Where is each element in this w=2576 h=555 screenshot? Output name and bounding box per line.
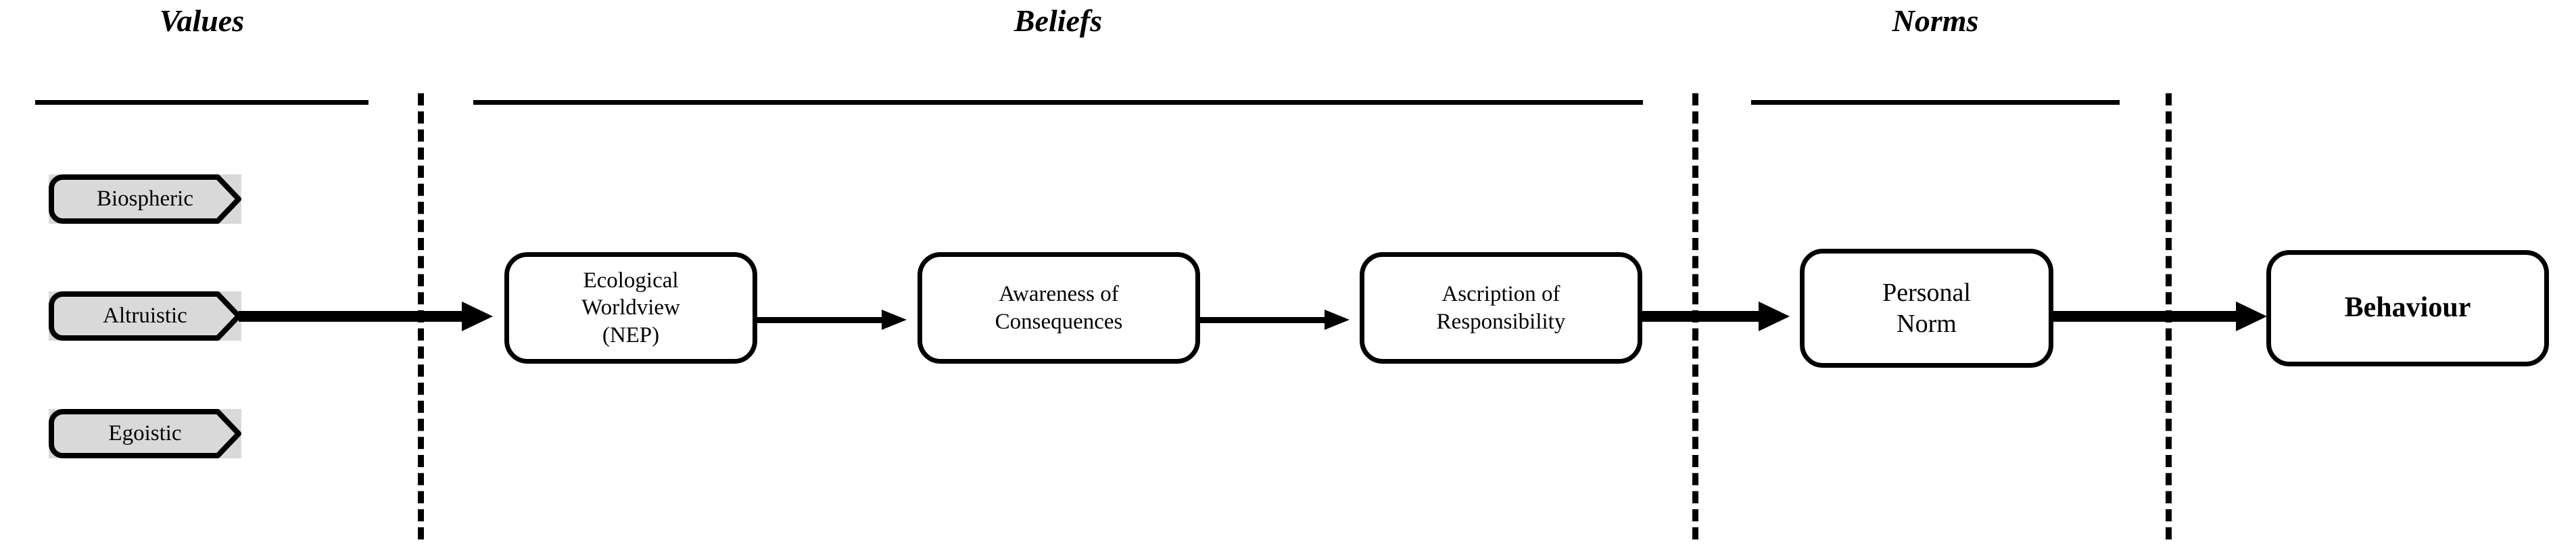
section-heading-norms: Norms [1892, 3, 1979, 38]
norm-line-1: Personal [1882, 278, 1971, 307]
connector-altruistic-to-ecological-worldview [239, 301, 509, 331]
section-rule-values [35, 100, 368, 105]
belief-box-ecological-worldview[interactable]: Ecological Worldview (NEP) [504, 252, 757, 364]
belief-line-2: Worldview [581, 295, 680, 320]
section-heading-values: Values [159, 3, 245, 38]
outcome-box-behaviour[interactable]: Behaviour [2266, 250, 2549, 366]
arrow-shaft [757, 317, 890, 323]
value-chip-biospheric[interactable]: Biospheric [49, 174, 241, 224]
hexagon-chip-shape [49, 174, 241, 224]
section-rule-beliefs [473, 100, 1643, 105]
belief-box-text: Ascription of Responsibility [1437, 281, 1566, 335]
section-heading-beliefs: Beliefs [1013, 3, 1103, 38]
belief-line-3: (NEP) [602, 322, 660, 347]
belief-box-ascription-of-responsibility[interactable]: Ascription of Responsibility [1360, 252, 1642, 364]
hexagon-chip-shape [49, 409, 241, 458]
arrow-head [882, 310, 907, 330]
arrow-head [1325, 310, 1350, 330]
arrow-head [2236, 301, 2267, 331]
value-chip-egoistic[interactable]: Egoistic [49, 409, 241, 458]
value-chip-altruistic[interactable]: Altruistic [49, 291, 241, 341]
belief-box-awareness-of-consequences[interactable]: Awareness of Consequences [917, 252, 1200, 364]
norm-box-personal-norm[interactable]: Personal Norm [1800, 249, 2053, 368]
belief-line-2: Consequences [995, 309, 1123, 334]
arrow-shaft [1642, 311, 1769, 322]
belief-box-text: Ecological Worldview (NEP) [581, 267, 680, 349]
belief-box-text: Awareness of Consequences [995, 281, 1123, 335]
outcome-box-label: Behaviour [2344, 292, 2471, 324]
arrow-head [462, 301, 493, 331]
connector-ecological-worldview-to-awareness [757, 310, 920, 330]
value-chip-label: Biospheric [97, 187, 193, 211]
norm-box-text: Personal Norm [1882, 277, 1971, 340]
arrow-head [1759, 301, 1790, 331]
connector-personal-norm-to-behaviour [2053, 301, 2270, 331]
belief-line-1: Ecological [583, 268, 679, 293]
connector-ascription-to-personal-norm [1642, 301, 1805, 331]
hexagon-chip-shape [49, 291, 241, 341]
value-chip-label: Egoistic [108, 421, 182, 445]
arrow-shaft [2053, 311, 2245, 322]
arrow-shaft [1200, 317, 1333, 323]
connector-awareness-to-ascription [1200, 310, 1362, 330]
belief-line-1: Ascription of [1441, 282, 1560, 307]
belief-line-1: Awareness of [999, 282, 1119, 307]
belief-line-2: Responsibility [1436, 309, 1566, 334]
arrow-shaft [239, 311, 472, 322]
norm-line-2: Norm [1897, 310, 1957, 338]
section-rule-norms [1751, 100, 2120, 105]
value-chip-label: Altruistic [103, 304, 187, 328]
